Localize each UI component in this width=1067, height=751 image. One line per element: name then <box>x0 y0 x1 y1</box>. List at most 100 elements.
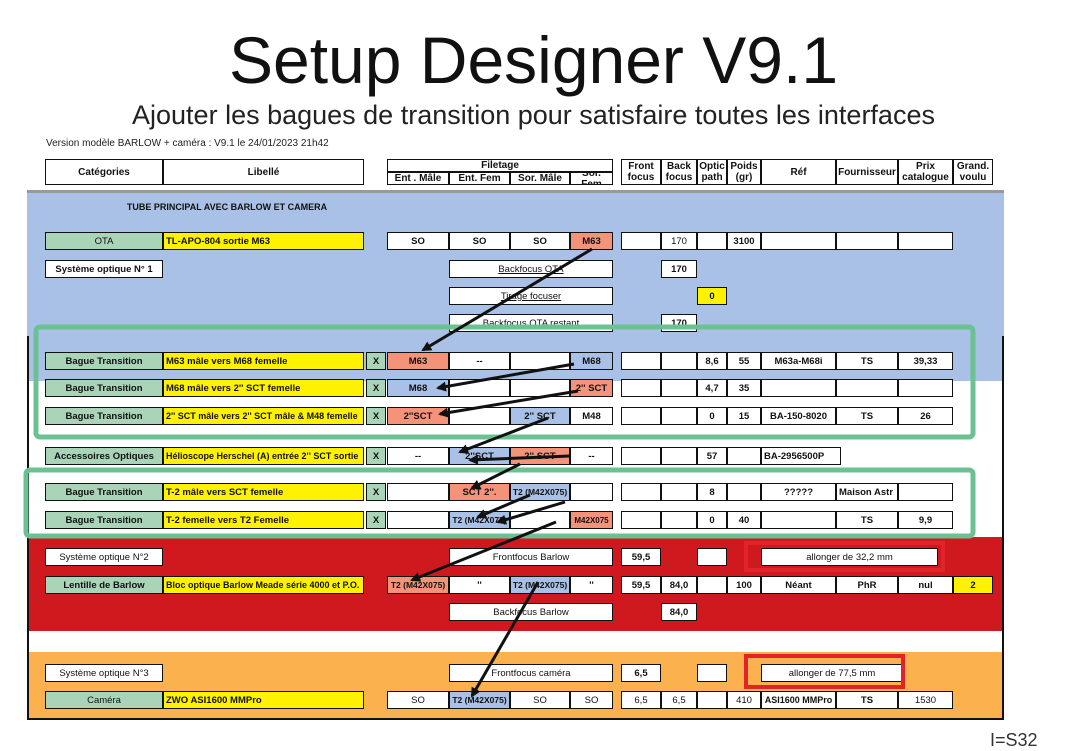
ring-sor-fem: M68 <box>570 352 613 370</box>
ota-sor-fem: M63 <box>570 232 613 250</box>
ring-x: X <box>366 407 386 425</box>
accessory-x: X <box>366 447 386 465</box>
ring-poids: 55 <box>727 352 761 370</box>
lentille-four: PhR <box>836 576 898 594</box>
ring-ref: BA-150-8020 <box>761 407 836 425</box>
ring-ent-fem: T2 (M42X075) <box>449 511 510 529</box>
accessory-optic: 57 <box>697 447 727 465</box>
ring-ref: ????? <box>761 483 836 501</box>
tirage-value: 0 <box>697 287 727 305</box>
ring-category: Bague Transition <box>45 483 163 501</box>
ring-sor-fem: M48 <box>570 407 613 425</box>
accessory-ent-male: -- <box>387 447 449 465</box>
header-back-focus: Back focus <box>661 159 697 185</box>
ring-optic: 0 <box>697 511 727 529</box>
ota-category: OTA <box>45 232 163 250</box>
lentille-ref: Néant <box>761 576 836 594</box>
header-poids: Poids (gr) <box>727 159 761 185</box>
ota-front <box>621 232 661 250</box>
ring-optic: 4,7 <box>697 379 727 397</box>
tirage-focuser: Tirage focuser <box>449 287 613 305</box>
header-ent-fem: Ent. Fem <box>449 172 510 185</box>
ring-four: TS <box>836 352 898 370</box>
ring-category: Bague Transition <box>45 352 163 370</box>
lentille-grand: 2 <box>953 576 993 594</box>
header-categories: Catégories <box>45 159 163 185</box>
lentille-label: Bloc optique Barlow Meade série 4000 et … <box>163 576 364 594</box>
ring-x: X <box>366 483 386 501</box>
lentille-sor-fem: '' <box>570 576 613 594</box>
ota-four <box>836 232 898 250</box>
ring-category: Bague Transition <box>45 379 163 397</box>
accessory-sor-male: 2'' SCT <box>510 447 570 465</box>
ring-poids: 40 <box>727 511 761 529</box>
spreadsheet: Catégories Libellé Filetage Ent . Mâle E… <box>27 150 1004 720</box>
ota-poids: 3100 <box>727 232 761 250</box>
ring-category: Bague Transition <box>45 407 163 425</box>
backfocus-ota-value: 170 <box>661 260 697 278</box>
frontfocus-camera: Frontfocus caméra <box>449 664 613 682</box>
systeme3-label: Système optique N°3 <box>45 664 163 682</box>
camera-ref: ASI1600 MMPro <box>761 691 836 709</box>
accessory-ent-fem: 2''SCT <box>449 447 510 465</box>
header-sor-fem: Sor. Fem <box>570 172 613 185</box>
camera-ent-fem: T2 (M42X075) <box>449 691 510 709</box>
ring-sor-male <box>510 352 570 370</box>
camera-sor-fem: SO <box>570 691 613 709</box>
ring-ent-fem: SCT 2''. <box>449 483 510 501</box>
camera-sor-male: SO <box>510 691 570 709</box>
ring-label: T-2 femelle vers T2 Femelle <box>163 511 364 529</box>
header-filetage: Filetage <box>387 159 613 172</box>
frontfocus-camera-empty <box>697 664 727 682</box>
ring-x: X <box>366 511 386 529</box>
header-optic-path: Optic path <box>697 159 727 185</box>
ring-four: TS <box>836 407 898 425</box>
backfocus-restant: Backfocus OTA restant <box>449 314 613 332</box>
ring-prix: 26 <box>898 407 953 425</box>
slide-title: Setup Designer V9.1 <box>228 23 839 97</box>
lentille-back: 84,0 <box>661 576 697 594</box>
ring-sor-male: T2 (M42X075) <box>510 483 570 501</box>
systeme2-label: Système optique N°2 <box>45 548 163 566</box>
allonger-barlow: allonger de 32,2 mm <box>761 548 938 566</box>
ring-four: Maison Astr <box>836 483 898 501</box>
accessory-ref: BA-2956500P <box>761 447 841 465</box>
header-fournisseur: Fournisseur <box>836 159 898 185</box>
systeme1-label: Système optique N° 1 <box>45 260 163 278</box>
ring-poids: 15 <box>727 407 761 425</box>
ota-ref <box>761 232 836 250</box>
camera-four: TS <box>836 691 898 709</box>
ring-optic: 8,6 <box>697 352 727 370</box>
ota-optic <box>697 232 727 250</box>
ota-ent-male: SO <box>387 232 449 250</box>
lentille-prix: nul <box>898 576 953 594</box>
backfocus-barlow: Backfocus Barlow <box>449 603 613 621</box>
ring-prix: 39,33 <box>898 352 953 370</box>
lentille-sor-male: T2 (M42X075) <box>510 576 570 594</box>
header-libelle: Libellé <box>163 159 364 185</box>
section-title: TUBE PRINCIPAL AVEC BARLOW ET CAMERA <box>126 202 328 212</box>
lentille-front: 59,5 <box>621 576 661 594</box>
accessory-category: Accessoires Optiques <box>45 447 163 465</box>
header-grand: Grand. voulu <box>953 159 993 185</box>
camera-poids: 410 <box>727 691 761 709</box>
ring-label: 2'' SCT mâle vers 2'' SCT mâle & M48 fem… <box>163 407 364 425</box>
ring-optic: 0 <box>697 407 727 425</box>
backfocus-restant-value: 170 <box>661 314 697 332</box>
ring-sor-male: 2'' SCT <box>510 407 570 425</box>
ring-sor-fem: M42X075 <box>570 511 613 529</box>
ring-label: M63 mâle vers M68 femelle <box>163 352 364 370</box>
lentille-ent-male: T2 (M42X075) <box>387 576 449 594</box>
frontfocus-barlow: Frontfocus Barlow <box>449 548 613 566</box>
frontfocus-camera-value: 6,5 <box>621 664 661 682</box>
frontfocus-barlow-empty <box>697 548 727 566</box>
ota-sor-male: SO <box>510 232 570 250</box>
lentille-category: Lentille de Barlow <box>45 576 163 594</box>
camera-category: Caméra <box>45 691 163 709</box>
camera-label: ZWO ASI1600 MMPro <box>163 691 364 709</box>
camera-back: 6,5 <box>661 691 697 709</box>
accessory-sor-fem: -- <box>570 447 613 465</box>
ring-four: TS <box>836 511 898 529</box>
backfocus-ota: Backfocus OTA <box>449 260 613 278</box>
header-ent-male: Ent . Mâle <box>387 172 449 185</box>
